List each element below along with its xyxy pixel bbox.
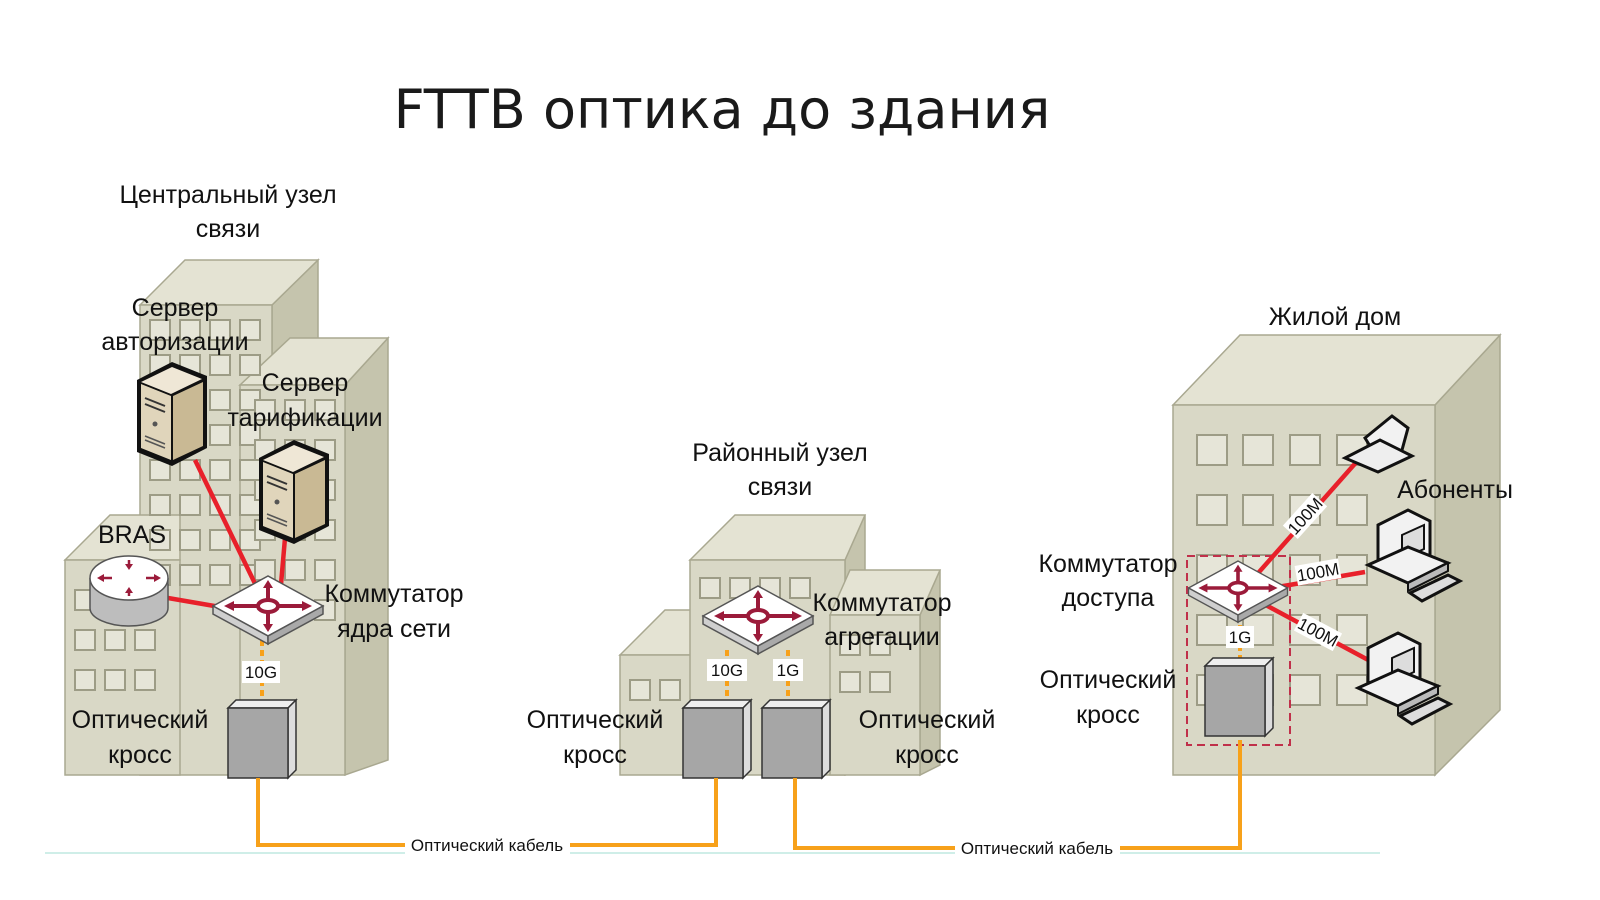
residential-cross-label-2: кросс xyxy=(1076,701,1140,729)
window xyxy=(839,634,861,656)
billing-server-label: Сервер xyxy=(262,369,349,397)
district-cross-left-icon xyxy=(682,699,752,779)
window xyxy=(149,319,171,341)
window xyxy=(179,319,201,341)
central-node-label: Центральный узел xyxy=(119,181,336,209)
district-node-label-2: связи xyxy=(748,473,812,501)
window xyxy=(1196,434,1228,466)
central-cross-label-2: кросс xyxy=(108,741,172,769)
billing-server-label-2: тарификации xyxy=(227,404,382,432)
window xyxy=(134,629,156,651)
window xyxy=(209,424,231,446)
window xyxy=(179,564,201,586)
agg-speed-right: 1G xyxy=(777,661,800,680)
window xyxy=(1242,434,1274,466)
access-uplink-speed: 1G xyxy=(1229,628,1252,647)
district-node-label: Районный узел xyxy=(692,439,867,467)
window xyxy=(1196,494,1228,526)
window xyxy=(869,671,891,693)
window xyxy=(869,634,891,656)
window xyxy=(659,679,681,701)
billing-server-icon xyxy=(258,439,330,545)
window xyxy=(699,577,721,599)
district-cross-right-icon xyxy=(761,699,831,779)
central-node-label-2: связи xyxy=(196,215,260,243)
window xyxy=(239,354,261,376)
district-cross-left-label: Оптический xyxy=(527,706,664,734)
window xyxy=(314,399,336,421)
fiber-cable-label-2: Оптический кабель xyxy=(961,839,1113,858)
subscribers-label: Абоненты xyxy=(1397,476,1513,504)
residential-cross-icon xyxy=(1204,657,1274,737)
auth-server-icon xyxy=(136,361,208,467)
core-switch-label-2: ядра сети xyxy=(337,615,451,643)
agg-switch-label-2: агрегации xyxy=(824,623,940,651)
window xyxy=(74,629,96,651)
laptop-icon xyxy=(1341,414,1416,474)
window xyxy=(284,399,306,421)
window xyxy=(209,354,231,376)
window xyxy=(1336,554,1368,586)
window xyxy=(149,494,171,516)
window xyxy=(104,629,126,651)
window xyxy=(209,459,231,481)
window xyxy=(789,577,811,599)
window xyxy=(209,389,231,411)
window xyxy=(74,669,96,691)
window xyxy=(839,671,861,693)
agg-switch-label: Коммутатор xyxy=(812,589,951,617)
access-switch-label-2: доступа xyxy=(1062,584,1155,612)
fiber-cable-1 xyxy=(256,778,718,847)
access-switch-label: Коммутатор xyxy=(1038,550,1177,578)
window xyxy=(629,679,651,701)
window xyxy=(1289,434,1321,466)
central-optical-cross-icon xyxy=(227,699,297,779)
residential-label: Жилой дом xyxy=(1269,303,1401,331)
window xyxy=(134,669,156,691)
window xyxy=(179,494,201,516)
core-switch-label: Коммутатор xyxy=(324,580,463,608)
window xyxy=(239,459,261,481)
window xyxy=(1289,674,1321,706)
window xyxy=(1242,494,1274,526)
auth-server-label: Сервер xyxy=(132,294,219,322)
bras-label: BRAS xyxy=(98,521,166,549)
agg-speed-left: 10G xyxy=(711,661,743,680)
window xyxy=(1336,614,1368,646)
window xyxy=(209,319,231,341)
core-link-speed: 10G xyxy=(245,663,277,682)
residential-cross-label: Оптический xyxy=(1040,666,1177,694)
fiber-cable-label-1: Оптический кабель xyxy=(411,836,563,855)
district-cross-left-label-2: кросс xyxy=(563,741,627,769)
window xyxy=(254,399,276,421)
window xyxy=(179,529,201,551)
district-cross-right-label-2: кросс xyxy=(895,741,959,769)
page-title: FTTB оптика до здания xyxy=(394,78,1051,141)
window xyxy=(1196,614,1228,646)
bras-router-icon xyxy=(89,555,169,627)
window xyxy=(209,564,231,586)
window xyxy=(149,529,171,551)
window xyxy=(1336,494,1368,526)
auth-server-label-2: авторизации xyxy=(101,328,248,356)
window xyxy=(104,669,126,691)
central-cross-label: Оптический xyxy=(72,706,209,734)
window xyxy=(314,559,336,581)
window xyxy=(239,319,261,341)
window xyxy=(209,529,231,551)
window xyxy=(284,559,306,581)
auth-server-link xyxy=(192,459,265,599)
district-cross-right-label: Оптический xyxy=(859,706,996,734)
